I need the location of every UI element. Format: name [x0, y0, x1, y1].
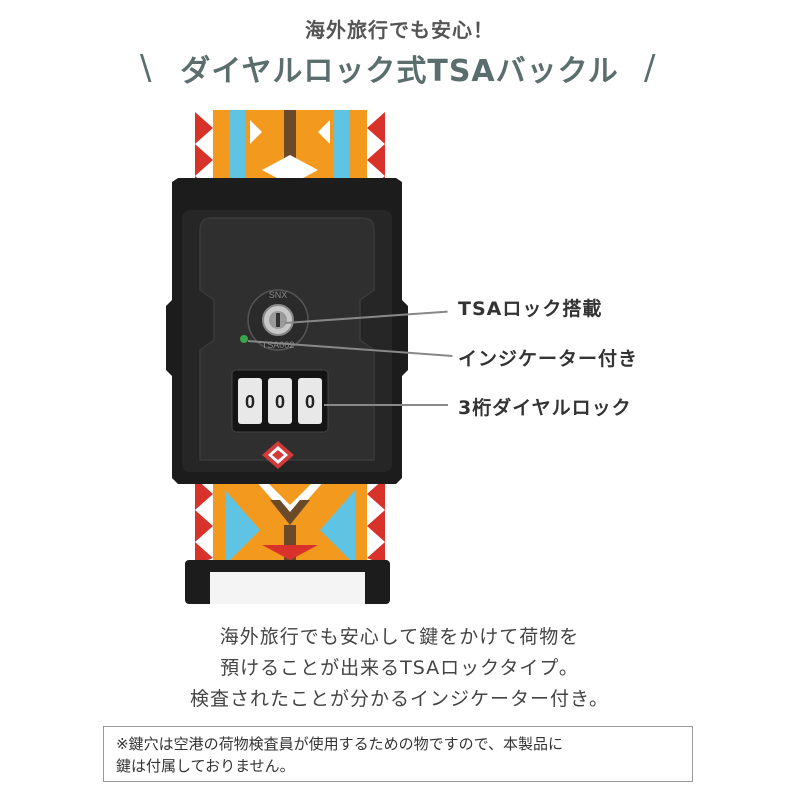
description-line: 海外旅行でも安心して鍵をかけて荷物を [219, 626, 580, 648]
tsa-logo [262, 441, 294, 469]
dial-window: 0 0 0 [231, 369, 329, 433]
callout-tsa-lock: TSAロック搭載 [458, 298, 603, 320]
strap-top [195, 110, 385, 190]
note-box: ※鍵穴は空港の荷物検査員が使用するための物ですので、本製品に 鍵は付属しておりま… [103, 726, 693, 782]
description-line: 預けることが出来るTSAロックタイプ。 [220, 657, 579, 679]
dial-digit[interactable]: 0 [305, 392, 315, 412]
product-image: SNX TSA002 0 0 0 [166, 110, 408, 604]
callout-dial: 3桁ダイヤルロック [458, 397, 632, 419]
lock-top-text: SNX [269, 290, 288, 300]
strap-bottom [195, 475, 385, 565]
callout-line-dial [324, 404, 448, 406]
dial-digit[interactable]: 0 [275, 392, 285, 412]
header-title: ダイヤルロック式TSAバックル [180, 54, 619, 89]
header-subtitle: 海外旅行でも安心！ [305, 18, 494, 42]
note-line: ※鍵穴は空港の荷物検査員が使用するための物ですので、本製品に [116, 735, 563, 753]
header-slash-left: \ [140, 48, 152, 88]
note-line: 鍵は付属しておりません。 [116, 757, 295, 775]
tsa-lock: SNX TSA002 [247, 289, 309, 351]
lock-bottom-text: TSA002 [262, 340, 295, 350]
dial-digit[interactable]: 0 [245, 392, 255, 412]
description: 海外旅行でも安心して鍵をかけて荷物を 預けることが出来るTSAロックタイプ。 検… [0, 622, 799, 715]
header-slash-right: / [644, 48, 656, 88]
callout-indicator: インジケーター付き [458, 348, 639, 370]
description-line: 検査されたことが分かるインジケーター付き。 [189, 688, 610, 710]
indicator-dot [240, 335, 248, 343]
